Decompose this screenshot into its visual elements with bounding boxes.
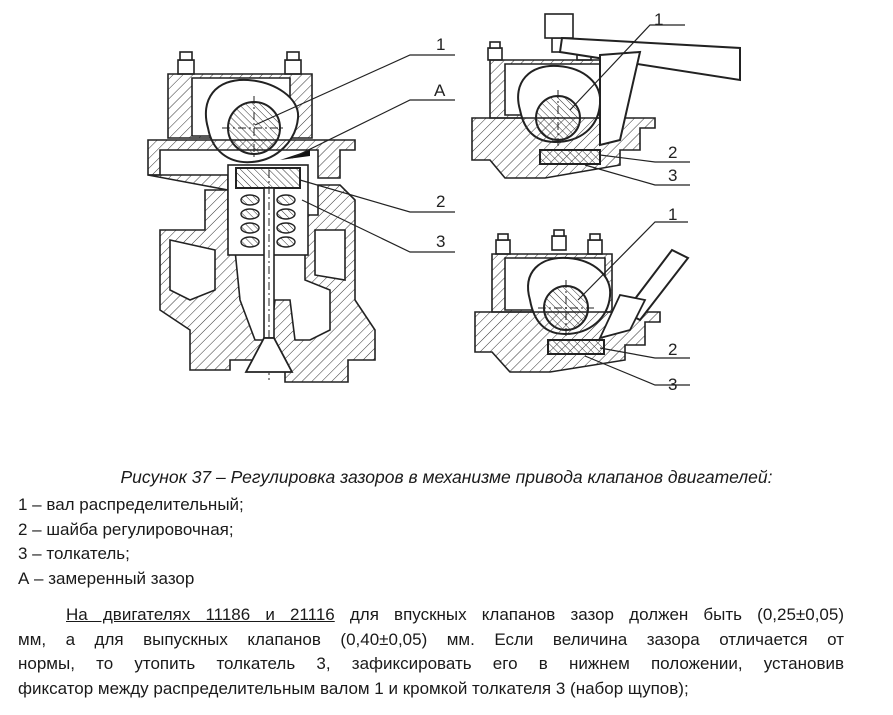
figure-legend: 1 – вал распределительный; 2 – шайба рег… <box>18 493 244 591</box>
legend-item: 2 – шайба регулировочная; <box>18 519 234 539</box>
left-label-1: 1 <box>436 35 445 54</box>
stud-left <box>177 51 195 75</box>
top-right-section <box>471 13 741 179</box>
figure-caption: Рисунок 37 – Регулировка зазоров в механ… <box>120 467 773 487</box>
paragraph-line-1: На двигателях 11186 и 21116 для впускных… <box>18 603 844 628</box>
stud-right <box>284 51 302 75</box>
paragraph-line-1-rest: для впускных клапанов зазор должен быть … <box>334 605 844 624</box>
valve-head <box>244 337 294 373</box>
paragraph-line-3: нормы, то утопить толкатель 3, зафиксиро… <box>18 654 844 673</box>
left-label-3: 3 <box>436 232 445 251</box>
bottom-right-section <box>474 229 690 373</box>
bottom-right-label-1: 1 <box>668 205 677 224</box>
legend-item: 1 – вал распределительный; <box>18 495 244 514</box>
top-right-label-1: 1 <box>654 10 663 29</box>
left-leaders <box>254 54 455 253</box>
legend-item: А – замеренный зазор <box>18 568 195 588</box>
left-head-section <box>147 51 376 383</box>
top-right-label-2: 2 <box>668 143 677 162</box>
top-right-label-3: 3 <box>668 166 677 185</box>
valve-adjustment-figure: 1 А 2 3 1 2 3 <box>147 10 741 394</box>
left-label-a: А <box>434 81 446 100</box>
top-right-leaders <box>569 24 690 186</box>
left-label-2: 2 <box>436 192 445 211</box>
instruction-paragraph: На двигателях 11186 и 21116 для впускных… <box>18 603 844 701</box>
engine-models-text: На двигателях 11186 и 21116 <box>66 605 335 624</box>
valve-spring <box>240 194 296 248</box>
tappet <box>235 167 301 189</box>
bottom-right-label-2: 2 <box>668 340 677 359</box>
adjustment-lever <box>558 36 741 82</box>
paragraph-line-4: фиксатор между распределительным валом 1… <box>18 678 689 698</box>
paragraph-line-2: мм, а для выпускных клапанов (0,40±0,05)… <box>18 629 844 649</box>
bottom-right-label-3: 3 <box>668 375 677 394</box>
bottom-right-leaders <box>577 221 690 386</box>
legend-item: 3 – толкатель; <box>18 544 130 563</box>
